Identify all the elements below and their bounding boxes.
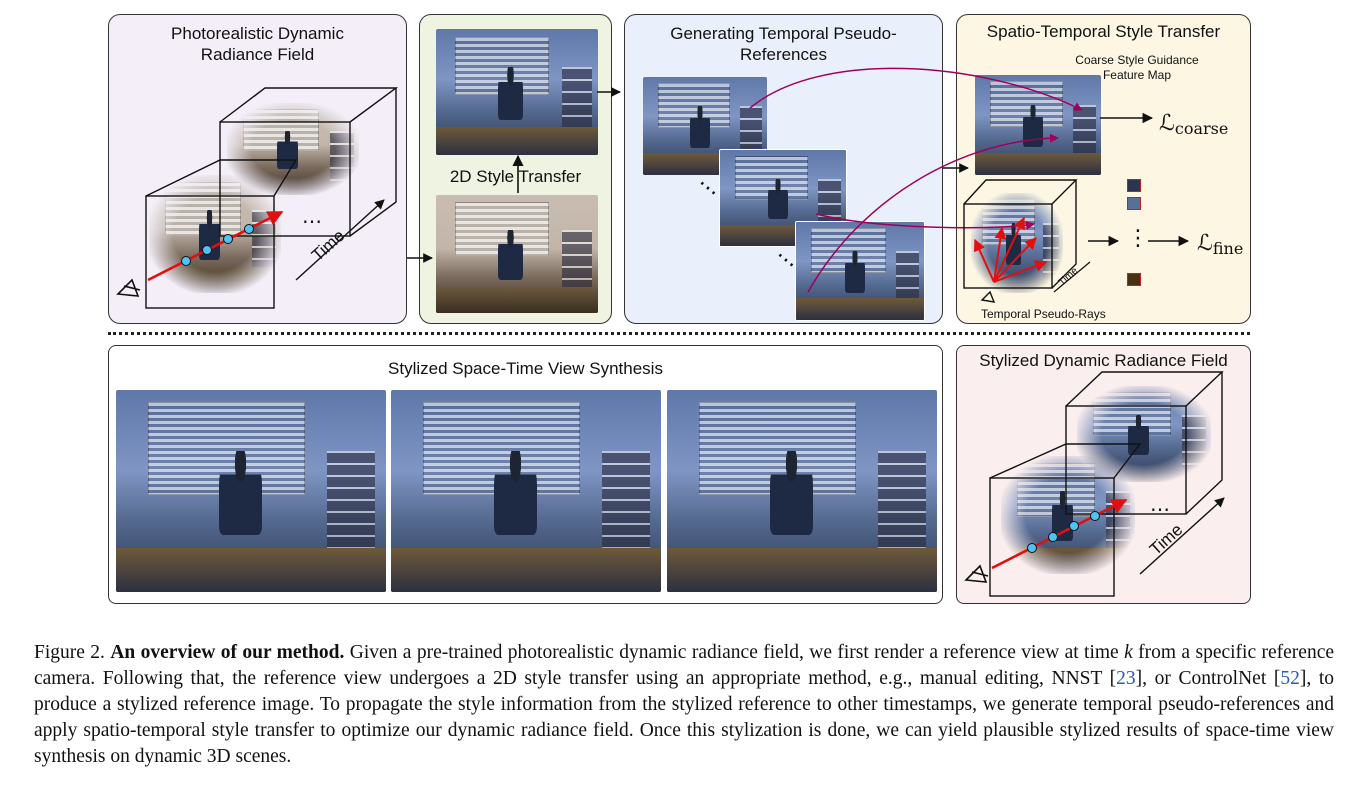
panel-pseudo-references: Generating Temporal Pseudo- References ⋯…	[624, 14, 943, 324]
pseudo-reference-3	[795, 221, 925, 321]
cube-outline-1	[145, 87, 399, 309]
synthesized-view-2	[391, 390, 661, 592]
synthesized-view-3	[667, 390, 937, 592]
patch-3	[1127, 273, 1141, 286]
citation-52[interactable]: 52	[1280, 668, 1300, 689]
time-variable: k	[1124, 642, 1133, 663]
feature-map-label: Coarse Style Guidance Feature Map	[1075, 53, 1199, 82]
loss-fine: ℒfine	[1197, 231, 1244, 258]
panel-title: Spatio-Temporal Style Transfer	[986, 22, 1221, 41]
patch-2	[1127, 197, 1141, 210]
reference-view-image	[436, 195, 598, 313]
panel-title: Photorealistic Dynamic Radiance Field	[171, 24, 344, 64]
panel-view-synthesis: Stylized Space-Time View Synthesis	[108, 345, 943, 604]
loss-coarse: ℒcoarse	[1159, 111, 1229, 138]
panel-2d-style-transfer: 2D Style Transfer	[419, 14, 612, 324]
figure-number: Figure 2.	[34, 642, 105, 663]
panel-title: Generating Temporal Pseudo- References	[670, 24, 897, 64]
stylized-reference-image	[436, 29, 598, 155]
ellipsis-time-1: ⋯	[302, 211, 322, 233]
panel-spatio-temporal: Spatio-Temporal Style Transfer Coarse St…	[956, 14, 1251, 324]
panel-title: Stylized Space-Time View Synthesis	[388, 359, 663, 378]
feature-map-image	[975, 75, 1101, 175]
diagram-lines: Time ⋯ Time Time ⋯	[116, 67, 1225, 597]
stylized-render-front	[1001, 456, 1135, 574]
panel-stylized-field: Stylized Dynamic Radiance Field	[956, 345, 1251, 604]
vertical-dots: ⋮	[1127, 225, 1149, 250]
citation-23[interactable]: 23	[1116, 668, 1136, 689]
panel-title: Stylized Dynamic Radiance Field	[979, 351, 1228, 370]
time-label-small: Time	[1057, 265, 1081, 288]
temporal-pseudo-rays-label: Temporal Pseudo-Rays	[981, 307, 1106, 321]
camera-icon-small	[980, 290, 996, 303]
pseudo-reference-1	[643, 77, 767, 175]
patch-1	[1127, 179, 1141, 192]
figure-caption: Figure 2. An overview of our method. Giv…	[34, 642, 1335, 767]
caption-lead: An overview of our method.	[110, 642, 345, 663]
style-transfer-label: 2D Style Transfer	[449, 167, 582, 186]
time-label-2: Time	[1146, 520, 1186, 559]
separator	[108, 332, 1250, 335]
ellipsis-time-2: ⋯	[1150, 499, 1170, 521]
panel-photorealistic-field: Photorealistic Dynamic Radiance Field	[108, 14, 407, 324]
camera-icon-2	[964, 564, 989, 583]
synthesized-view-1	[116, 390, 386, 592]
camera-icon	[116, 278, 141, 297]
